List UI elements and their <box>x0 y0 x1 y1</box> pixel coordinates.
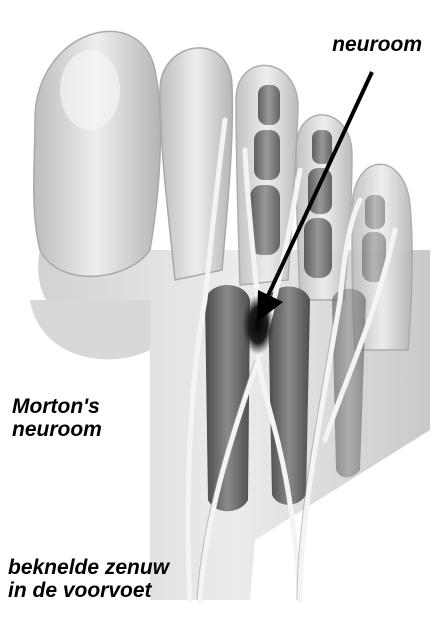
subtitle-line-1: beknelde zenuw <box>8 557 169 580</box>
diagram-title: Morton's neuroom <box>12 396 102 441</box>
diagram-subtitle: beknelde zenuw in de voorvoet <box>8 557 169 602</box>
neuroma-arrow-label: neuroom <box>332 34 422 57</box>
ball-shadow <box>30 300 150 359</box>
title-line-1: Morton's <box>12 396 102 419</box>
title-line-2: neuroom <box>12 419 102 442</box>
big-toe-highlight <box>60 50 120 130</box>
subtitle-line-2: in de voorvoet <box>8 580 169 603</box>
